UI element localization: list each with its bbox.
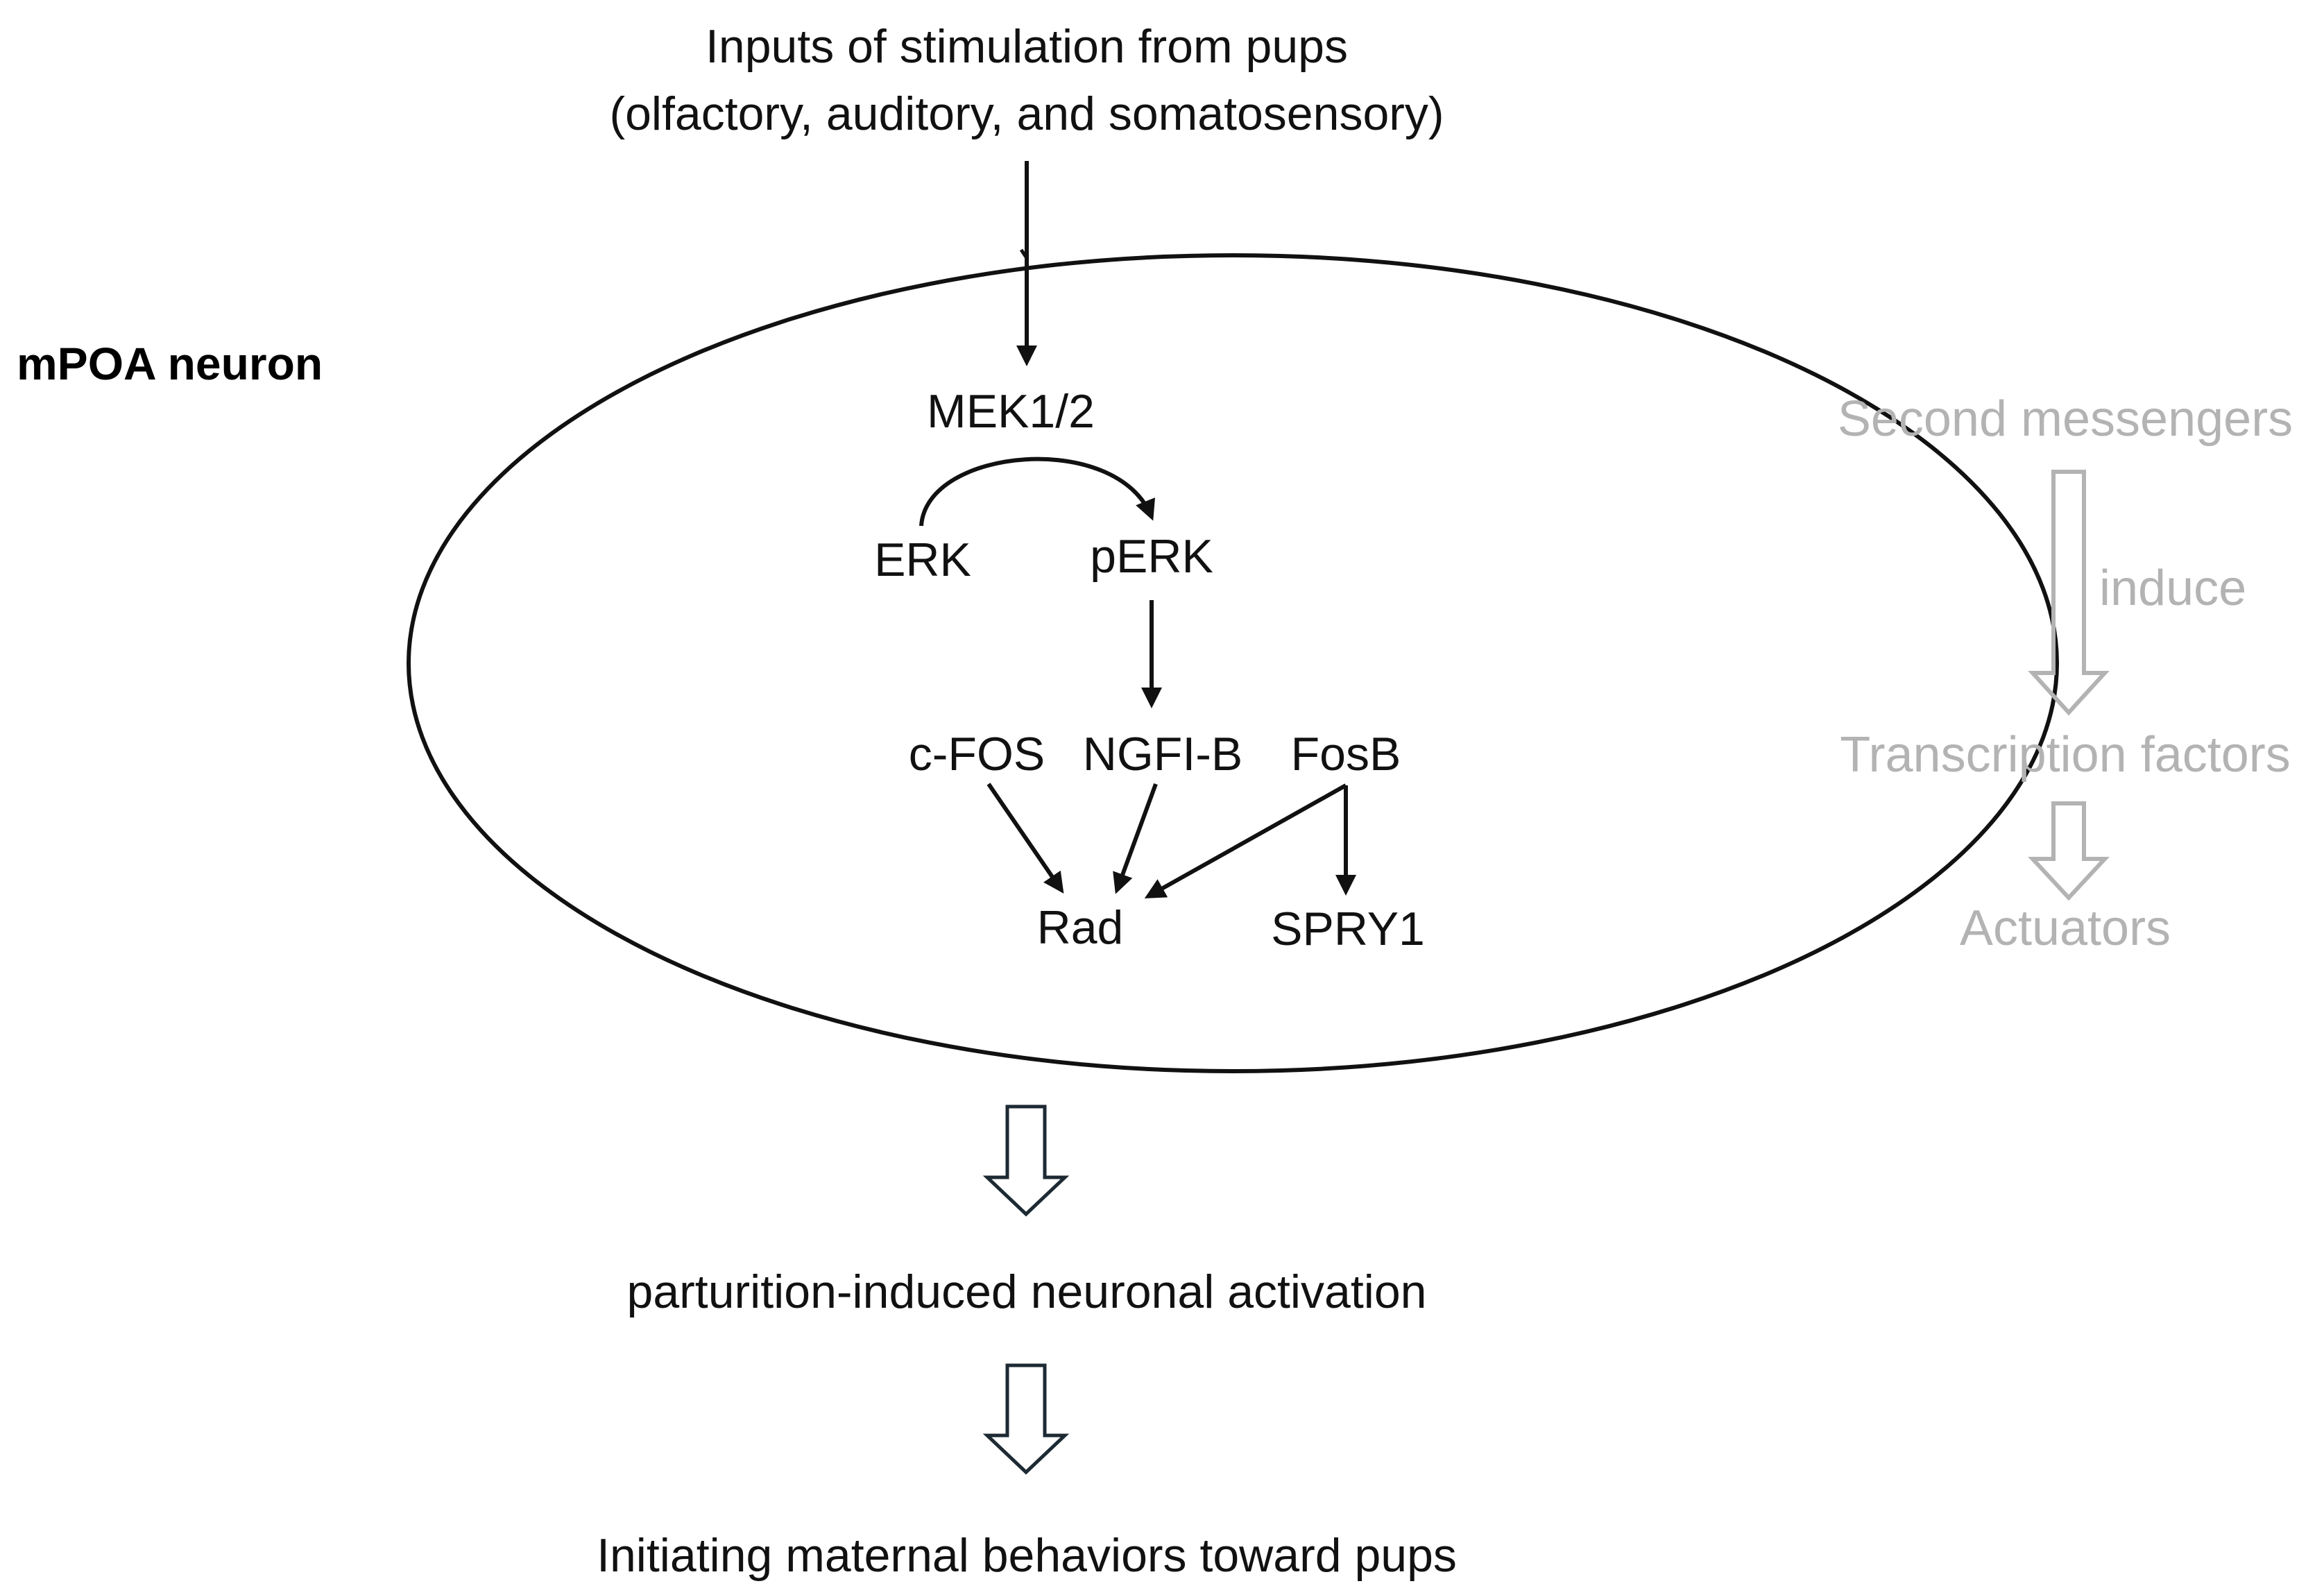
node-erk: ERK	[874, 534, 971, 586]
cfos-to-rad-arrow	[986, 783, 1064, 894]
legend-induce: induce	[2099, 561, 2246, 616]
legend-second-messengers: Second messengers	[1838, 391, 2293, 447]
outcome-activation: parturition-induced neuronal activation	[627, 1265, 1427, 1318]
node-mek1-2: MEK1/2	[927, 385, 1095, 438]
outcome-arrow-2	[982, 1363, 1070, 1475]
node-c-fos: c-FOS	[909, 728, 1045, 781]
outcome-behavior: Initiating maternal behaviors toward pup…	[597, 1529, 1457, 1582]
legend-actuator-arrow	[2028, 801, 2110, 901]
node-perk: pERK	[1090, 530, 1213, 583]
input-title-line2: (olfactory, auditory, and somatosensory)	[609, 87, 1444, 140]
cell-label: mPOA neuron	[17, 338, 323, 389]
node-ngfi-b: NGFI-B	[1083, 728, 1242, 781]
legend-induce-arrow	[2028, 470, 2110, 716]
fosb-to-rad-arrow	[1144, 783, 1347, 898]
outcome-arrow-1	[982, 1104, 1070, 1217]
node-spry1: SPRY1	[1271, 903, 1425, 955]
neuron-cell-membrane	[407, 253, 2059, 1073]
input-title-line1: Inputs of stimulation from pups	[706, 20, 1348, 73]
node-fosb: FosB	[1291, 728, 1401, 781]
legend-transcription-factors: Transcription factors	[1840, 727, 2291, 783]
ngfib-to-rad-arrow	[1113, 783, 1158, 894]
node-rad: Rad	[1037, 901, 1124, 954]
legend-actuators: Actuators	[1960, 901, 2171, 956]
erk-to-perk-arrow	[919, 457, 1155, 527]
input-arrow-tick	[1019, 248, 1029, 259]
